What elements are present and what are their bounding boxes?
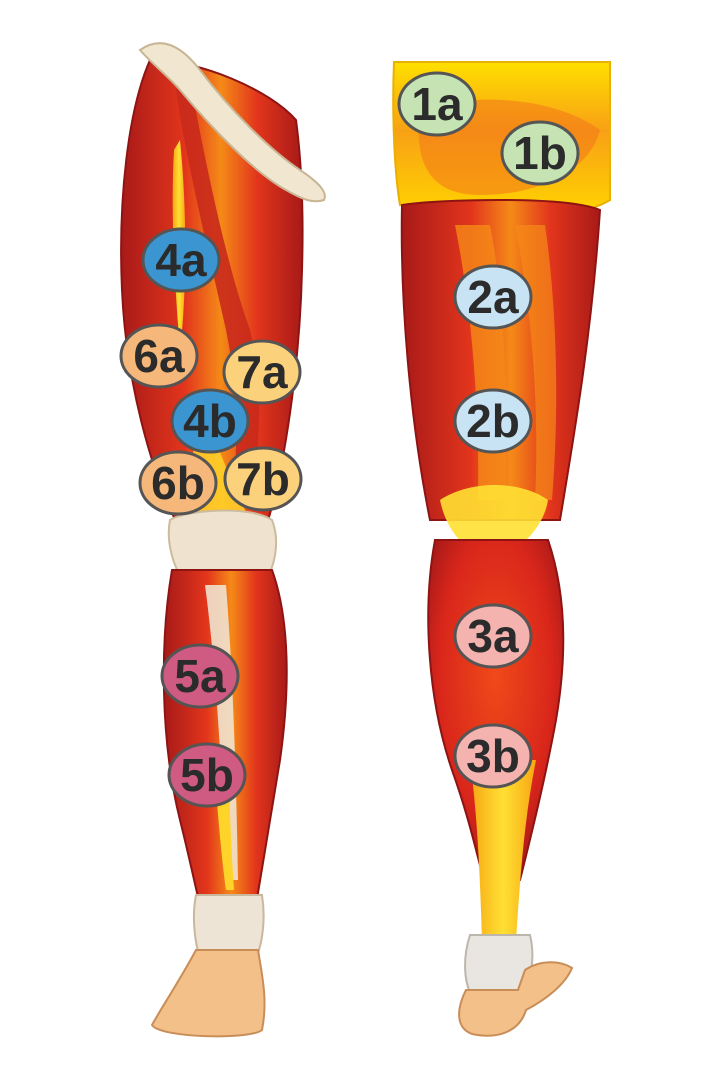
label-3a: 3a xyxy=(453,603,533,669)
label-text: 2b xyxy=(466,395,520,447)
label-bubble xyxy=(500,120,580,186)
label-text: 5a xyxy=(174,650,226,702)
label-5a: 5a xyxy=(160,643,240,709)
label-text: 7b xyxy=(236,453,290,505)
label-1b: 1b xyxy=(500,120,580,186)
back-hamstring-orange-2 xyxy=(515,225,557,500)
label-2a: 2a xyxy=(453,264,533,330)
label-text: 1a xyxy=(411,78,463,130)
back-knee xyxy=(440,485,548,548)
label-text: 2a xyxy=(467,271,519,323)
label-bubble xyxy=(222,339,302,405)
label-7a: 7a xyxy=(222,339,302,405)
label-6b: 6b xyxy=(138,450,218,516)
label-bubble xyxy=(119,323,199,389)
label-text: 3a xyxy=(467,610,519,662)
label-text: 6b xyxy=(151,457,205,509)
label-1a: 1a xyxy=(397,71,477,137)
label-4a: 4a xyxy=(141,227,221,293)
back-achilles xyxy=(470,760,536,940)
label-text: 1b xyxy=(513,127,567,179)
label-text: 6a xyxy=(133,330,185,382)
label-7b: 7b xyxy=(223,446,303,512)
back-foot xyxy=(458,961,574,1037)
label-5b: 5b xyxy=(167,742,247,808)
label-bubble xyxy=(223,446,303,512)
front-leg xyxy=(120,42,326,1038)
label-text: 5b xyxy=(180,749,234,801)
label-text: 4b xyxy=(183,395,237,447)
label-bubble xyxy=(160,643,240,709)
label-3b: 3b xyxy=(453,723,533,789)
label-6a: 6a xyxy=(119,323,199,389)
label-4b: 4b xyxy=(170,388,250,454)
label-bubble xyxy=(138,450,218,516)
label-2b: 2b xyxy=(453,388,533,454)
label-bubble xyxy=(453,603,533,669)
front-ankle xyxy=(192,894,265,959)
region-labels: 1a 1b 2a 2b 3a 3b 4a 4b 5a 5b 6a 6b 7a 7b xyxy=(119,71,580,808)
label-bubble xyxy=(141,227,221,293)
label-bubble xyxy=(397,71,477,137)
label-text: 4a xyxy=(155,234,207,286)
label-bubble xyxy=(453,388,533,454)
label-bubble xyxy=(453,264,533,330)
back-leg xyxy=(392,61,611,1037)
label-bubble xyxy=(167,742,247,808)
label-text: 3b xyxy=(466,730,520,782)
label-bubble xyxy=(170,388,250,454)
front-foot xyxy=(150,949,266,1038)
front-pelvis-edge xyxy=(138,42,326,203)
label-text: 7a xyxy=(236,346,288,398)
label-bubble xyxy=(453,723,533,789)
